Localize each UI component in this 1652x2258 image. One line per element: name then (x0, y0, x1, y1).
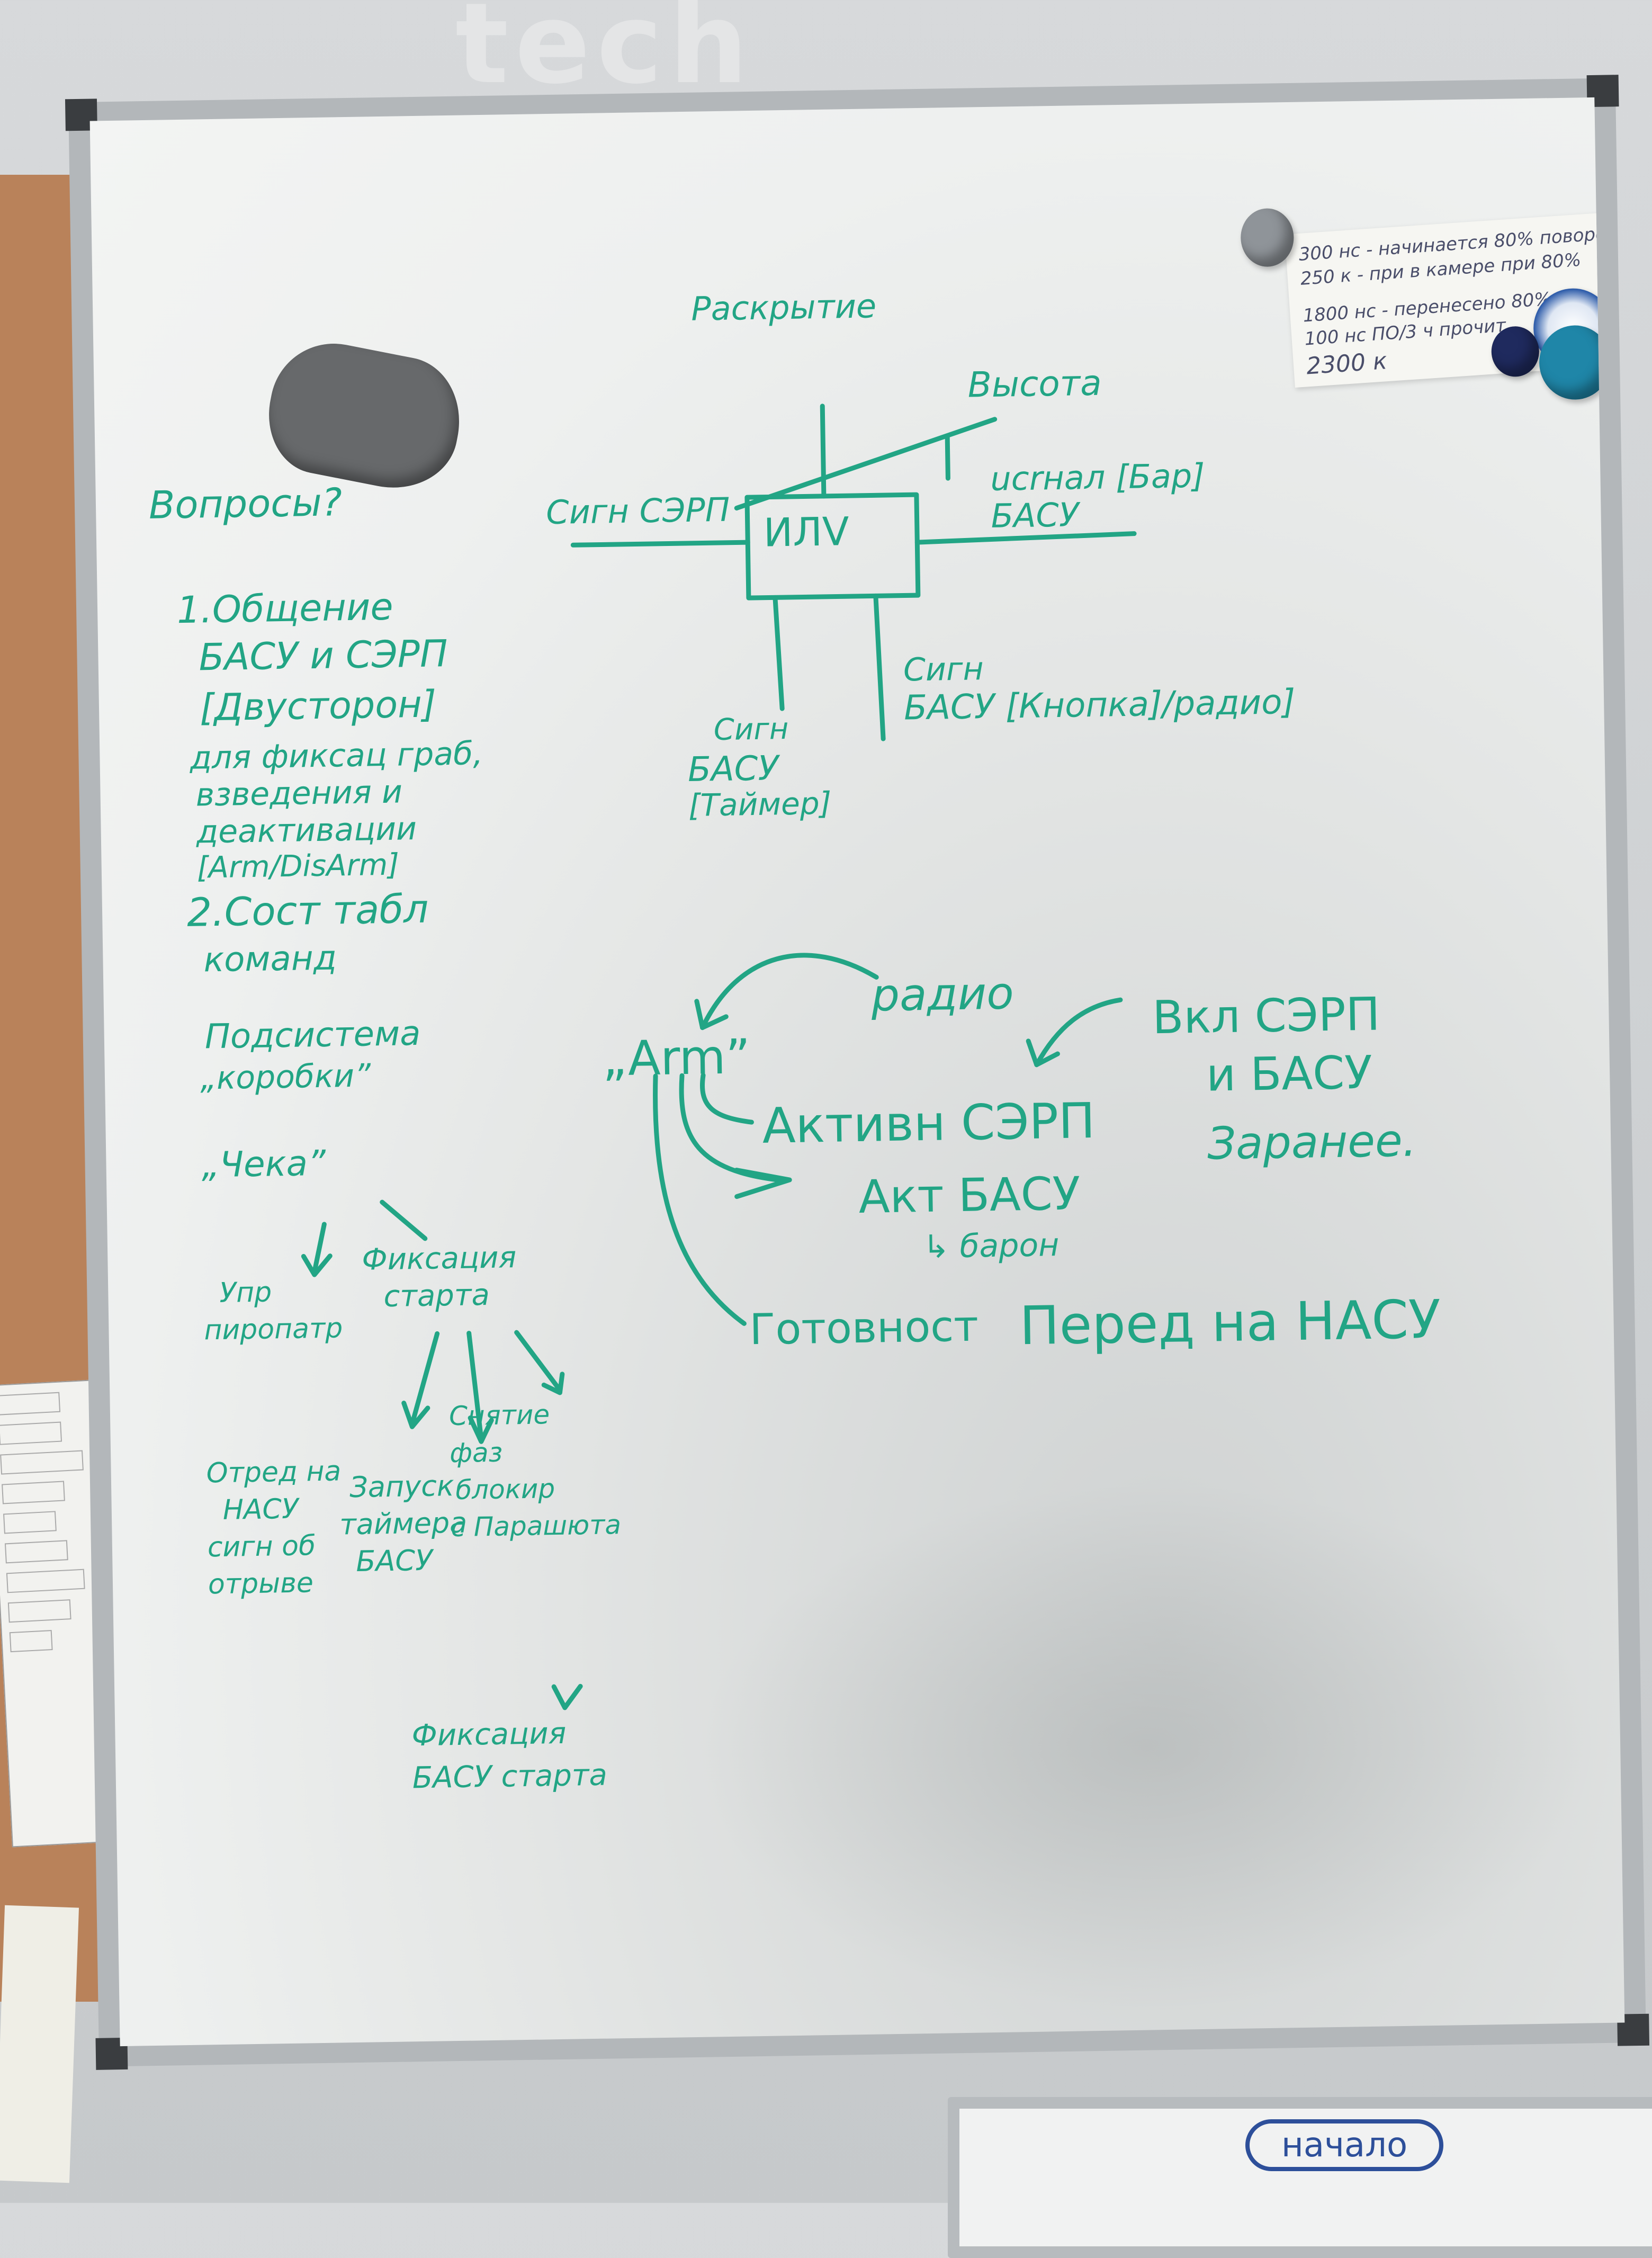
tree-leaf: НАСУ (222, 1493, 299, 1526)
chek-label: „Чека” (201, 1142, 326, 1186)
pinned-note (0, 1905, 79, 2183)
diagram-box (744, 492, 921, 601)
tree-leaf: сигн об (207, 1530, 316, 1564)
question-line: деактивации (196, 810, 417, 851)
question-line: 1.Общение (176, 585, 394, 632)
diagram-label-right: БАСУ (990, 495, 1080, 535)
diagram-label-height: Высота (967, 362, 1102, 406)
diagram-line (820, 404, 827, 499)
tree-line (466, 1331, 484, 1441)
question-line: [Arm/DisArm] (196, 847, 400, 885)
tree-final: Фиксация (411, 1716, 567, 1753)
tree-line (409, 1331, 440, 1427)
arrow-head (734, 1168, 792, 1199)
subsystem-heading: Подсистема (204, 1014, 421, 1057)
tree-leaf: Отред на (206, 1455, 342, 1490)
tree-leaf: Снятие (448, 1399, 550, 1432)
tree-final: БАСУ старта (412, 1758, 608, 1796)
tree-leaf: отрыве (208, 1567, 314, 1601)
arrow-head (541, 1372, 565, 1395)
diagram-label-right: ucrнал [Бар] (990, 456, 1205, 498)
tree-line (312, 1222, 327, 1275)
diagram-line (945, 433, 950, 481)
arrow-head (551, 1683, 583, 1710)
flow-step: Готовност (749, 1301, 979, 1355)
tree-leaf: таймера (339, 1506, 468, 1542)
diagram-label-bottom-right: Сигн (903, 650, 984, 689)
small-whiteboard: начало (948, 2097, 1652, 2258)
question-line: БАСУ и СЭРП (198, 632, 448, 679)
diagram-label-bottom-left: Сигн (713, 711, 789, 748)
page-title: Раскрытие (690, 286, 877, 328)
diagram-label-bottom-right: БАСУ [Кнопка]/радио] (903, 682, 1296, 728)
diagram-label-bottom-left: [Таймер] (688, 785, 832, 823)
arrow-head (401, 1401, 430, 1429)
tree-leaf: блокир (455, 1473, 555, 1506)
tree-line (514, 1330, 562, 1393)
arrow-curve (700, 953, 879, 1031)
arrow-curve (1034, 997, 1123, 1068)
flow-step: Акт БАСУ (858, 1167, 1081, 1224)
wall-logo: tech (455, 0, 755, 109)
tree-leaf: фаз (449, 1437, 503, 1469)
arrow-head (694, 999, 729, 1031)
marker-strokes (301, 404, 1137, 1710)
diagram-line (773, 595, 785, 711)
flow-substep: ↳ барон (922, 1226, 1060, 1266)
magnet-icon[interactable] (1619, 424, 1625, 484)
tree-node: пиропатр (204, 1312, 343, 1347)
diagram-center-label: ИЛV (763, 509, 850, 556)
question-line: взведения и (195, 773, 403, 814)
magnet-icon[interactable] (1605, 208, 1625, 267)
tree-line (380, 1199, 428, 1241)
diagram-line (734, 417, 998, 510)
side-note: и БАСУ (1206, 1046, 1373, 1102)
diagram-line (873, 593, 886, 741)
side-note: Вкл СЭРП (1152, 988, 1381, 1045)
subsystem-heading: „коробки” (200, 1057, 371, 1097)
arm-label: „Arm” (601, 1029, 751, 1087)
flow-step: Активн СЭРП (761, 1092, 1096, 1154)
tree-node: Упр (219, 1276, 272, 1309)
arrow-head (301, 1253, 333, 1277)
tree-leaf: Запуск (349, 1469, 454, 1504)
arrow-head (1026, 1038, 1060, 1068)
question-line: 2.Сост табл (186, 886, 429, 936)
tree-leaf: БАСУ (355, 1543, 433, 1578)
question-line: команд (203, 938, 337, 980)
tree-node: Фиксация (361, 1240, 517, 1277)
tree-node: старта (383, 1277, 490, 1314)
question-line: для фиксац граб, (189, 735, 483, 777)
side-note: Заранее. (1207, 1114, 1417, 1170)
radio-label: радио (870, 967, 1014, 1022)
arrow-head (468, 1415, 494, 1444)
magnet-icon[interactable] (1612, 292, 1625, 352)
diagram-label-bottom-left: БАСУ (687, 749, 779, 790)
arrow-curve (653, 1073, 747, 1326)
tree-leaf: с Парашюта (450, 1509, 622, 1543)
flow-step: Перед на НАСУ (1019, 1288, 1441, 1357)
diagram-label-left: Сигн СЭРП (545, 490, 730, 532)
whiteboard-frame: 300 нс - начинается 80% поворот 250 к - … (65, 75, 1650, 2070)
diagram-line (914, 531, 1137, 545)
question-line: [Двусторон] (199, 682, 437, 730)
arrow-curve (700, 1073, 754, 1125)
magnet-icon[interactable] (1619, 361, 1625, 418)
questions-heading: Вопросы? (148, 480, 343, 527)
small-board-label: начало (1245, 2119, 1444, 2171)
whiteboard: 300 нс - начинается 80% поворот 250 к - … (89, 97, 1625, 2047)
diagram-line (570, 540, 750, 548)
